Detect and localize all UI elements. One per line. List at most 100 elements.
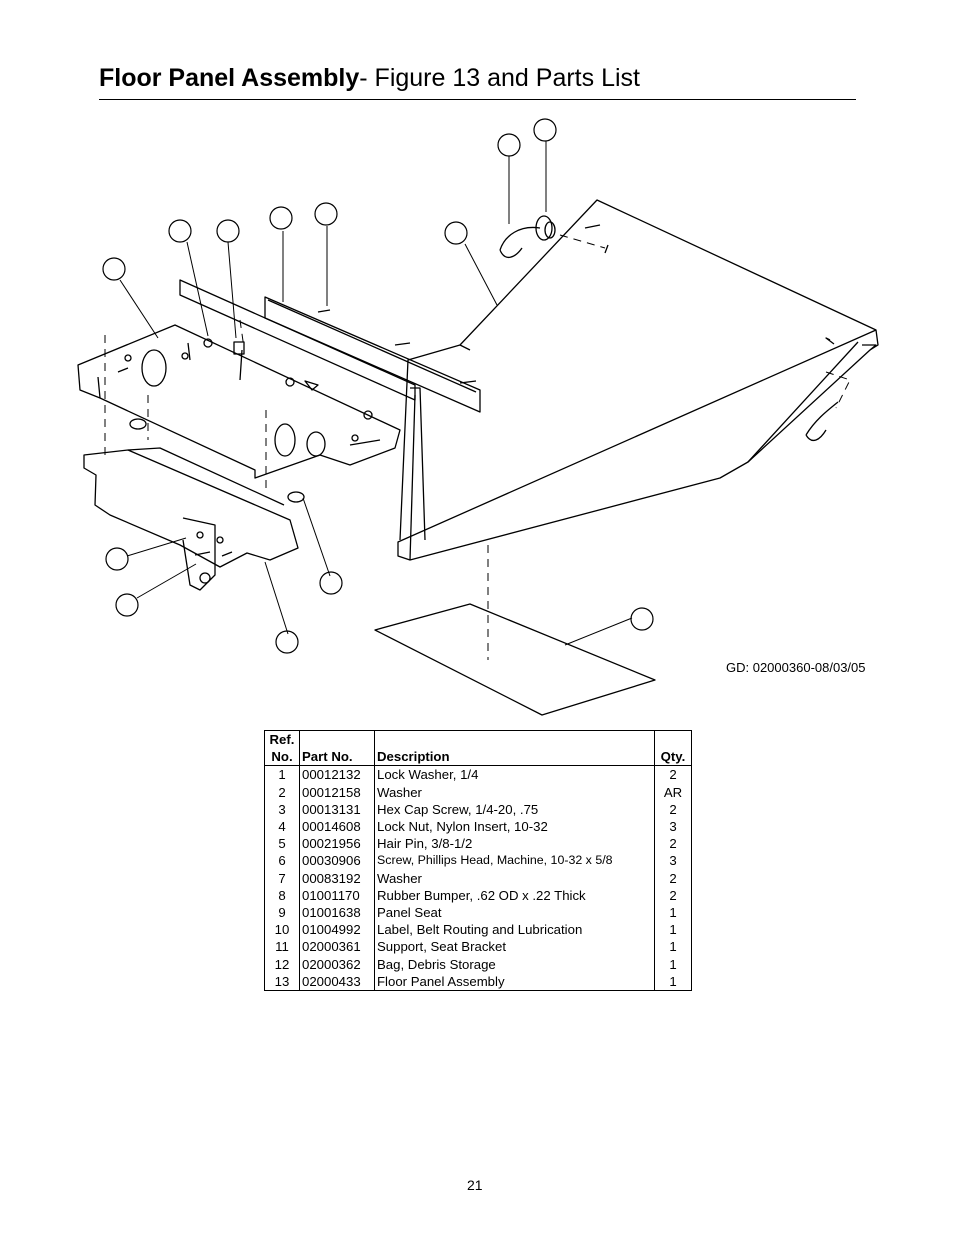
cell-qty: 3 [654, 818, 692, 836]
cell-ref: 6 [264, 852, 300, 870]
cell-description: Floor Panel Assembly [374, 972, 655, 991]
callout-circle [216, 219, 240, 243]
cell-ref: 9 [264, 904, 300, 922]
cell-qty: 1 [654, 972, 692, 991]
callout-circles [102, 118, 654, 654]
cell-qty: 1 [654, 938, 692, 956]
callout-circle [275, 630, 299, 654]
cell-ref: 3 [264, 800, 300, 819]
callout-leaders [119, 141, 633, 646]
panel-seat-drawing [77, 324, 401, 479]
cell-qty: AR [654, 783, 692, 801]
cell-part-no: 01001638 [299, 904, 375, 922]
callout-circle [497, 133, 521, 157]
cell-part-no: 02000362 [299, 955, 375, 973]
support-bracket-drawing [83, 447, 299, 591]
cell-part-no: 00012132 [299, 765, 375, 784]
cell-part-no: 00013131 [299, 800, 375, 819]
drawing-code: GD: 02000360-08/03/05 [726, 660, 866, 675]
cell-ref: 8 [264, 886, 300, 905]
cell-ref: 12 [264, 955, 300, 973]
header-description: Description [374, 730, 655, 767]
callout-circle [533, 118, 557, 142]
cell-ref: 4 [264, 818, 300, 836]
cell-qty: 1 [654, 904, 692, 922]
cell-qty: 2 [654, 800, 692, 819]
cell-description: Screw, Phillips Head, Machine, 10-32 x 5… [374, 852, 655, 870]
page-number: 21 [467, 1177, 483, 1193]
cell-ref: 2 [264, 783, 300, 801]
cell-ref: 7 [264, 869, 300, 887]
callout-circle [105, 547, 129, 571]
seat-bracket-drawing [179, 279, 481, 413]
callout-circle [444, 221, 468, 245]
parts-table-header: Ref.No. Part No. Description Qty. [264, 730, 692, 767]
cell-description: Rubber Bumper, .62 OD x .22 Thick [374, 886, 655, 905]
cell-qty: 2 [654, 765, 692, 784]
header-part-no: Part No. [299, 730, 375, 767]
cell-part-no: 01001170 [299, 886, 375, 905]
cell-qty: 2 [654, 886, 692, 905]
callout-circle [319, 571, 343, 595]
cell-description: Hex Cap Screw, 1/4-20, .75 [374, 800, 655, 819]
cell-ref: 5 [264, 835, 300, 853]
label-card-drawing [374, 603, 656, 716]
cell-description: Lock Nut, Nylon Insert, 10-32 [374, 818, 655, 836]
page-title-rest: - Figure 13 and Parts List [359, 64, 640, 92]
hardware-drawing [129, 215, 839, 557]
cell-part-no: 00014608 [299, 818, 375, 836]
cell-part-no: 02000361 [299, 938, 375, 956]
callout-circle [115, 593, 139, 617]
title-rule [99, 99, 856, 100]
cell-description: Hair Pin, 3/8-1/2 [374, 835, 655, 853]
cell-qty: 2 [654, 835, 692, 853]
page-title: Floor Panel Assembly- Figure 13 and Part… [99, 64, 640, 93]
callout-circle [269, 206, 293, 230]
header-qty: Qty. [654, 730, 692, 767]
cell-description: Washer [374, 869, 655, 887]
header-ref-no: Ref.No. [264, 730, 300, 767]
cell-description: Label, Belt Routing and Lubrication [374, 921, 655, 939]
cell-qty: 2 [654, 869, 692, 887]
cell-part-no: 00012158 [299, 783, 375, 801]
exploded-view-diagram [77, 118, 879, 716]
cell-description: Support, Seat Bracket [374, 938, 655, 956]
cell-qty: 3 [654, 852, 692, 870]
callout-circle [630, 607, 654, 631]
cell-part-no: 01004992 [299, 921, 375, 939]
cell-description: Lock Washer, 1/4 [374, 765, 655, 784]
cell-part-no: 00030906 [299, 852, 375, 870]
callout-circle [314, 202, 338, 226]
cell-part-no: 02000433 [299, 972, 375, 991]
cell-part-no: 00021956 [299, 835, 375, 853]
callout-circle [102, 257, 126, 281]
cell-part-no: 00083192 [299, 869, 375, 887]
cell-qty: 1 [654, 921, 692, 939]
cell-qty: 1 [654, 955, 692, 973]
cell-ref: 1 [264, 765, 300, 784]
callout-circle [168, 219, 192, 243]
page-title-bold: Floor Panel Assembly [99, 64, 360, 92]
cell-ref: 11 [264, 938, 300, 956]
cell-ref: 10 [264, 921, 300, 939]
cell-description: Washer [374, 783, 655, 801]
cell-ref: 13 [264, 972, 300, 991]
cell-description: Panel Seat [374, 904, 655, 922]
floor-panel-drawing [397, 199, 879, 561]
cell-description: Bag, Debris Storage [374, 955, 655, 973]
